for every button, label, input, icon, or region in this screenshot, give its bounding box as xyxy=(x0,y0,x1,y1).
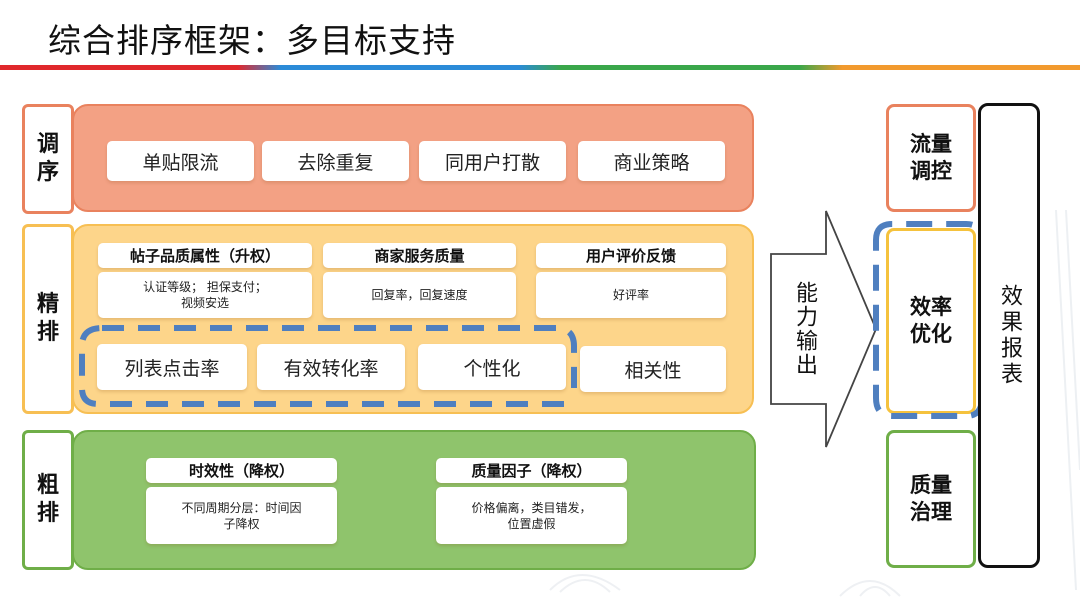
group-header-quality-factor: 质量因子（降权） xyxy=(436,458,627,483)
item-business-strategy: 商业策略 xyxy=(578,141,725,181)
layer-label-coarse-rank: 粗排 xyxy=(22,430,74,570)
layer-label-fine-rank: 精排 xyxy=(22,224,74,414)
item-personalization: 个性化 xyxy=(418,344,566,390)
group-detail-user-feedback: 好评率 xyxy=(536,272,726,318)
background-watermark xyxy=(549,574,901,597)
title-divider xyxy=(0,65,1080,70)
layer-label-reorder: 调序 xyxy=(22,104,74,214)
item-effective-cvr: 有效转化率 xyxy=(257,344,405,390)
page-title: 综合排序框架：多目标支持 xyxy=(48,21,456,60)
item-dedup: 去除重复 xyxy=(262,141,409,181)
arrow-label: 能力输出 xyxy=(792,281,817,377)
output-efficiency-optimization: 效率优化 xyxy=(886,228,976,414)
group-detail-timeliness: 不同周期分层：时间因 子降权 xyxy=(146,487,337,544)
group-header-post-quality: 帖子品质属性（升权） xyxy=(98,243,312,268)
group-detail-merchant-service: 回复率，回复速度 xyxy=(323,272,516,318)
right-edge-decoration xyxy=(1055,210,1080,590)
output-traffic-control: 流量调控 xyxy=(886,104,976,212)
group-detail-post-quality: 认证等级； 担保支付； 视频安选 xyxy=(98,272,312,318)
item-relevance: 相关性 xyxy=(580,346,726,392)
item-list-ctr: 列表点击率 xyxy=(97,344,247,390)
dashed-highlight-efficiency xyxy=(79,325,577,407)
output-quality-governance: 质量治理 xyxy=(886,430,976,568)
effect-report-panel: 效果报表 xyxy=(978,103,1040,568)
item-single-post-limit: 单贴限流 xyxy=(107,141,254,181)
item-same-user-scatter: 同用户打散 xyxy=(419,141,566,181)
group-header-merchant-service: 商家服务质量 xyxy=(323,243,516,268)
group-header-timeliness: 时效性（降权） xyxy=(146,458,337,483)
dashed-highlight-output xyxy=(873,221,985,419)
group-header-user-feedback: 用户评价反馈 xyxy=(536,243,726,268)
capability-output-arrow xyxy=(770,210,877,448)
group-detail-quality-factor: 价格偏离，类目错发， 位置虚假 xyxy=(436,487,627,544)
